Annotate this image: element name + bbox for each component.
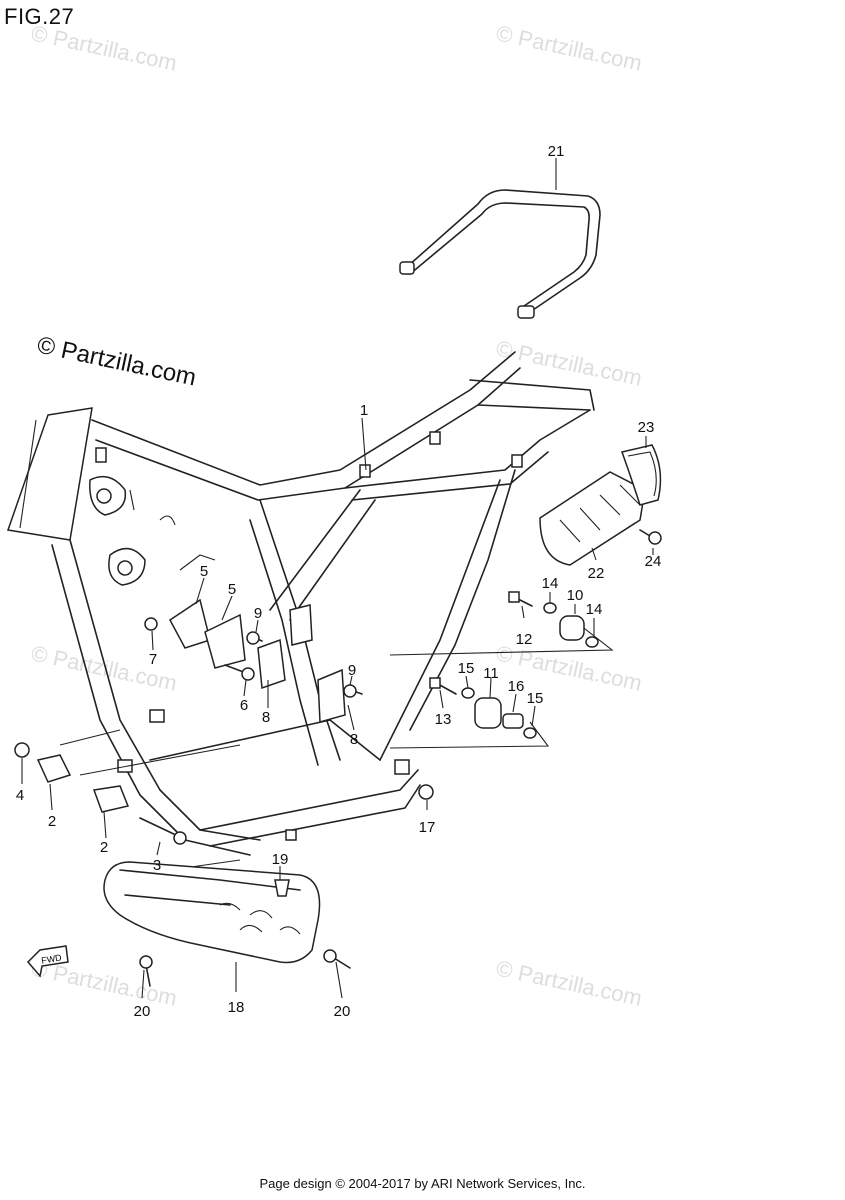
callout-3: 3 <box>153 857 161 874</box>
callout-11: 11 <box>483 665 499 682</box>
callout-1: 1 <box>360 402 368 419</box>
callout-8: 8 <box>350 731 358 748</box>
callout-10: 10 <box>567 587 584 604</box>
callout-labels: 1 2 2 3 4 5 5 6 7 8 8 9 9 10 11 12 13 14… <box>16 143 662 1020</box>
callout-5: 5 <box>228 581 236 598</box>
callout-9: 9 <box>254 605 262 622</box>
skid-plate <box>103 861 321 964</box>
page-footer: Page design © 2004-2017 by ARI Network S… <box>259 1176 586 1191</box>
fasteners <box>14 529 662 987</box>
callout-15: 15 <box>527 690 544 707</box>
leader-lines <box>21 158 654 999</box>
callout-17: 17 <box>419 819 436 836</box>
callout-20: 20 <box>334 1003 351 1020</box>
tool-box <box>539 444 662 566</box>
callout-19: 19 <box>272 851 289 868</box>
motorcycle-frame <box>6 351 595 856</box>
watermark-main: © Partzilla.com <box>35 331 199 391</box>
callout-20: 20 <box>134 1003 151 1020</box>
figure-title: FIG.27 <box>4 4 75 29</box>
forward-arrow-icon: FWD <box>26 945 69 978</box>
reference-lines <box>59 624 614 871</box>
watermark-faint: © Partzilla.com <box>29 20 179 75</box>
callout-24: 24 <box>645 553 662 570</box>
callout-14: 14 <box>586 601 603 618</box>
watermark-faint: © Partzilla.com <box>29 640 179 695</box>
watermark-faint: © Partzilla.com <box>494 335 644 390</box>
callout-21: 21 <box>548 143 565 160</box>
callout-2: 2 <box>100 839 108 856</box>
callout-15: 15 <box>458 660 475 677</box>
callout-6: 6 <box>240 697 248 714</box>
watermark-faint: © Partzilla.com <box>494 955 644 1010</box>
callout-7: 7 <box>149 651 157 668</box>
callout-2: 2 <box>48 813 56 830</box>
watermark-faint: © Partzilla.com <box>494 20 644 75</box>
callout-23: 23 <box>638 419 655 436</box>
callout-13: 13 <box>435 711 452 728</box>
grab-handle <box>399 189 601 319</box>
callout-5: 5 <box>200 563 208 580</box>
callout-8: 8 <box>262 709 270 726</box>
callout-22: 22 <box>588 565 605 582</box>
callout-9: 9 <box>348 662 356 679</box>
forward-arrow-label: FWD <box>41 952 63 965</box>
callout-12: 12 <box>516 631 533 648</box>
callout-14: 14 <box>542 575 559 592</box>
callout-4: 4 <box>16 787 24 804</box>
callout-16: 16 <box>508 678 525 695</box>
callout-18: 18 <box>228 999 245 1016</box>
